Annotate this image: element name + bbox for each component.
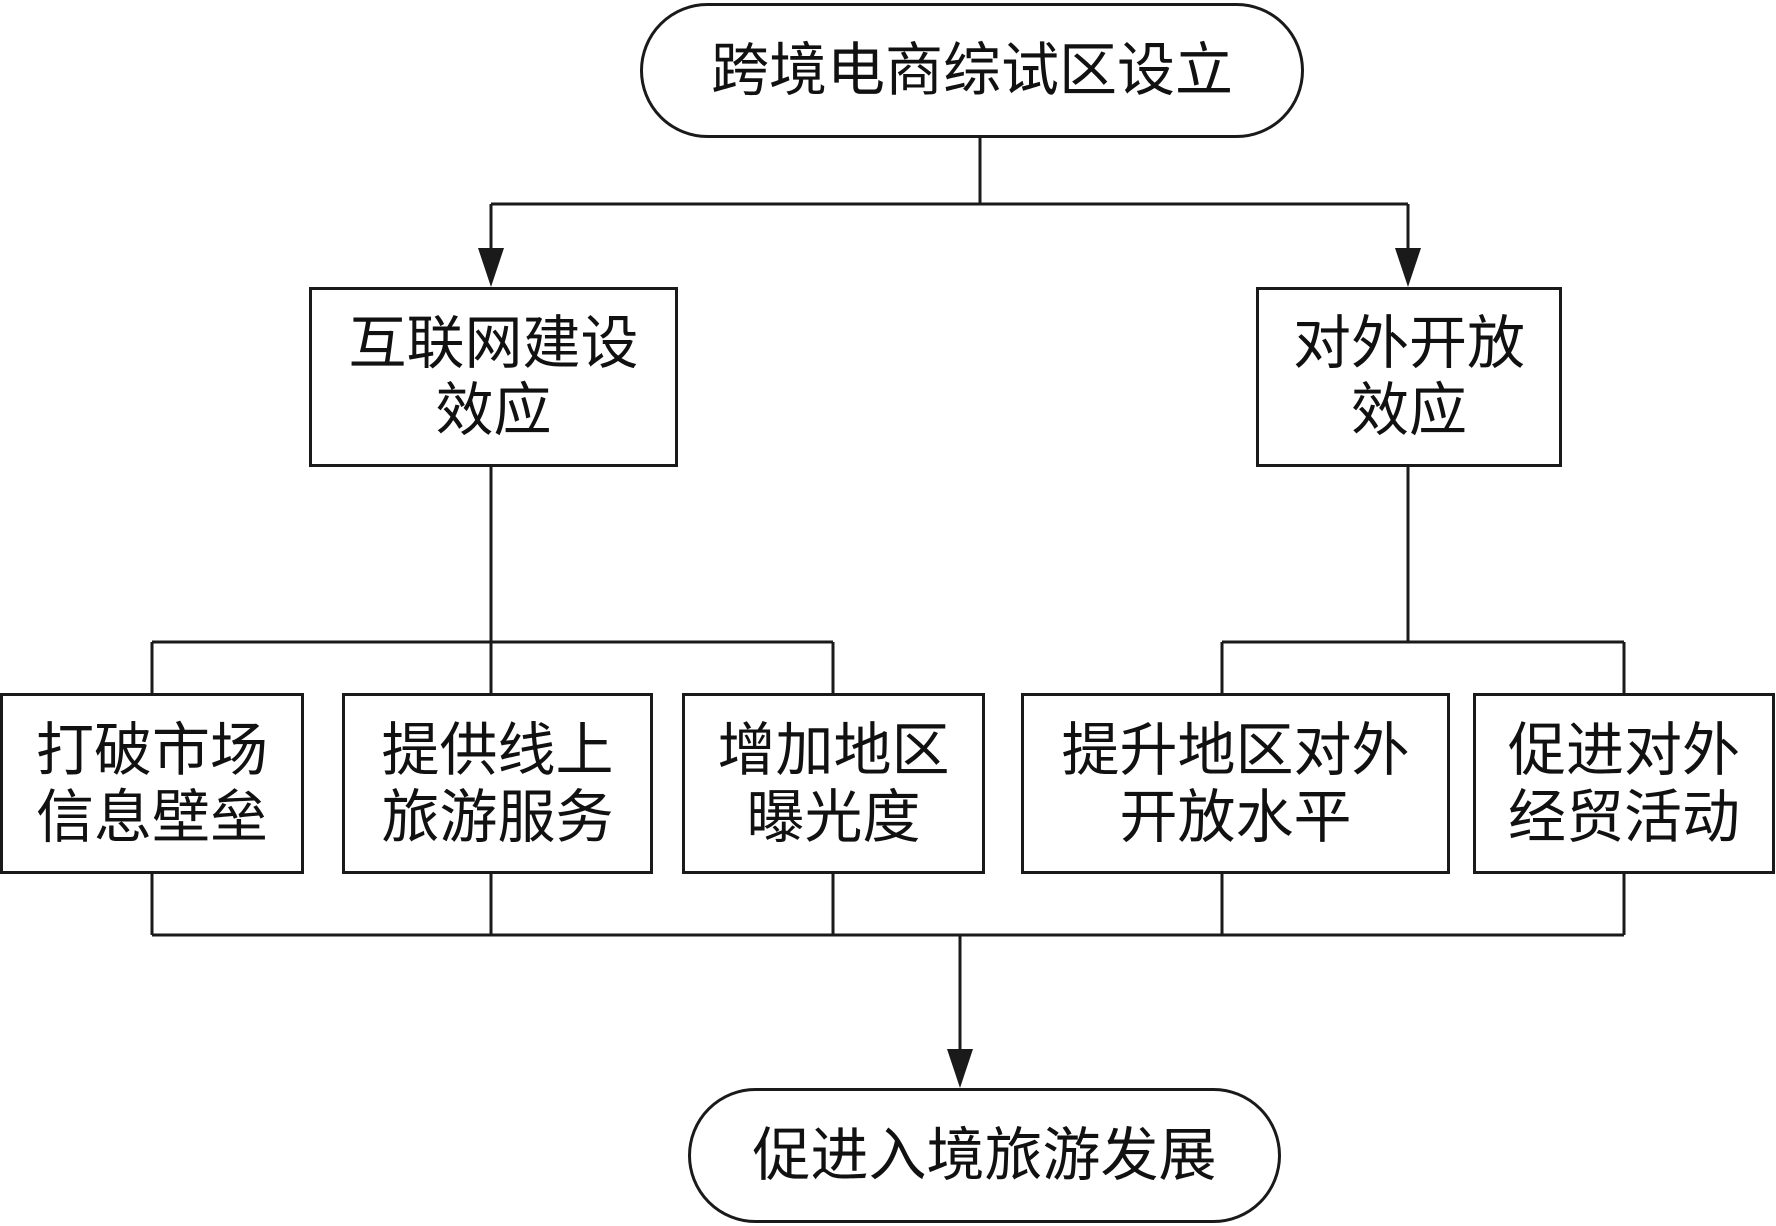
arrowhead-bottom	[947, 1049, 973, 1088]
node-break-information-barrier: 打破市场 信息壁垒	[0, 693, 304, 874]
arrowhead-opening	[1395, 248, 1421, 287]
node-opening-up-effect: 对外开放 效应	[1256, 287, 1562, 467]
node-trade-activity: 促进对外 经贸活动	[1473, 693, 1775, 874]
node-opening-level: 提升地区对外 开放水平	[1021, 693, 1450, 874]
node-regional-exposure: 增加地区 曝光度	[682, 693, 985, 874]
arrowhead-internet	[478, 248, 504, 287]
node-cross-border-ecommerce-zone: 跨境电商综试区设立	[640, 3, 1304, 138]
node-internet-construction-effect: 互联网建设 效应	[309, 287, 678, 467]
node-inbound-tourism-development: 促进入境旅游发展	[688, 1088, 1281, 1223]
node-online-tourism-service: 提供线上 旅游服务	[342, 693, 653, 874]
